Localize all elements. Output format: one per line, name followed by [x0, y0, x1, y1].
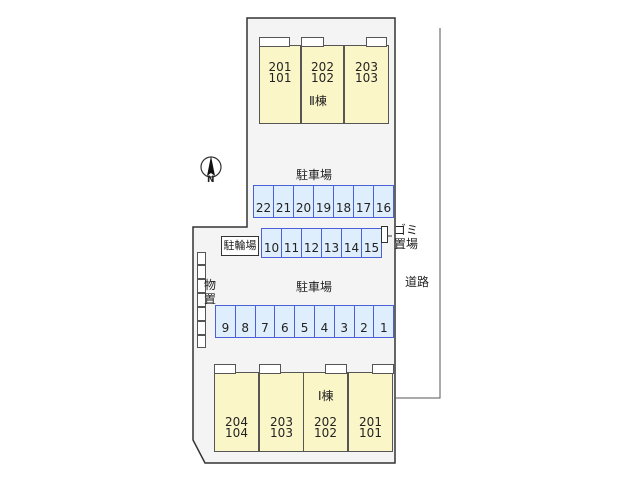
- garbage-box: [381, 226, 388, 243]
- parking-space: 15: [361, 228, 382, 258]
- unit-number-upper: 203: [355, 60, 378, 74]
- unit-number-upper: 202: [311, 60, 334, 74]
- parking-space: 17: [353, 185, 374, 218]
- parking-space: 2: [353, 305, 375, 338]
- storage-cell: [197, 321, 206, 335]
- building-1-label: Ⅰ棟: [318, 389, 334, 403]
- unit-number-upper: 203: [270, 415, 293, 429]
- parking-label-top: 駐車場: [296, 168, 333, 182]
- parking-space: 21: [273, 185, 294, 218]
- parking-space: 13: [321, 228, 342, 258]
- storage-label-2: 置: [203, 292, 216, 306]
- road-line: [395, 28, 441, 399]
- parking-space: 7: [254, 305, 276, 338]
- balcony: [259, 364, 281, 374]
- parking-space: 19: [313, 185, 334, 218]
- parking-label-bottom: 駐車場: [296, 280, 333, 294]
- road-label: 道路: [405, 275, 430, 289]
- unit-number-lower: 102: [314, 426, 337, 440]
- parking-space: 10: [261, 228, 282, 258]
- parking-space: 14: [341, 228, 362, 258]
- unit-number-lower: 103: [355, 71, 378, 85]
- balcony: [259, 37, 290, 47]
- parking-space: 18: [333, 185, 354, 218]
- parking-space: 16: [373, 185, 394, 218]
- balcony: [366, 37, 387, 47]
- parking-space: 11: [281, 228, 302, 258]
- balcony: [372, 364, 394, 374]
- bicycle-parking: 駐輪場: [221, 236, 259, 256]
- parking-space: 12: [301, 228, 322, 258]
- balcony: [301, 37, 324, 47]
- storage-cell: [197, 335, 206, 348]
- parking-space: 3: [333, 305, 355, 338]
- storage-cell: [197, 265, 206, 279]
- unit-number-lower: 101: [359, 426, 382, 440]
- parking-space: 6: [274, 305, 296, 338]
- parking-space: 20: [293, 185, 314, 218]
- unit-number-lower: 104: [225, 426, 248, 440]
- unit-number-lower: 103: [270, 426, 293, 440]
- north-compass-icon: [200, 156, 222, 178]
- unit-number-lower: 101: [268, 71, 292, 85]
- garbage-label-2: 置場: [394, 237, 419, 251]
- compass-north-label: N: [207, 175, 215, 185]
- unit-number-upper: 204: [225, 415, 248, 429]
- garbage-label-1: ゴミ: [394, 223, 419, 237]
- storage-cell: [197, 307, 206, 321]
- parking-space: 4: [314, 305, 335, 338]
- storage-cell: [197, 279, 206, 293]
- balcony: [214, 364, 236, 374]
- storage-cell: [197, 252, 206, 265]
- storage-label-1: 物: [203, 278, 216, 292]
- parking-space: 22: [253, 185, 274, 218]
- parking-space: 9: [215, 305, 236, 338]
- parking-space: 8: [234, 305, 256, 338]
- parking-space: 1: [373, 305, 395, 338]
- parking-space: 5: [294, 305, 315, 338]
- unit-number-upper: 202: [314, 415, 337, 429]
- storage-cell: [197, 293, 206, 307]
- unit-number-lower: 102: [311, 71, 334, 85]
- building-2-label: Ⅱ棟: [309, 94, 327, 108]
- balcony: [325, 364, 347, 374]
- unit-number-upper: 201: [268, 60, 292, 74]
- unit-number-upper: 201: [359, 415, 382, 429]
